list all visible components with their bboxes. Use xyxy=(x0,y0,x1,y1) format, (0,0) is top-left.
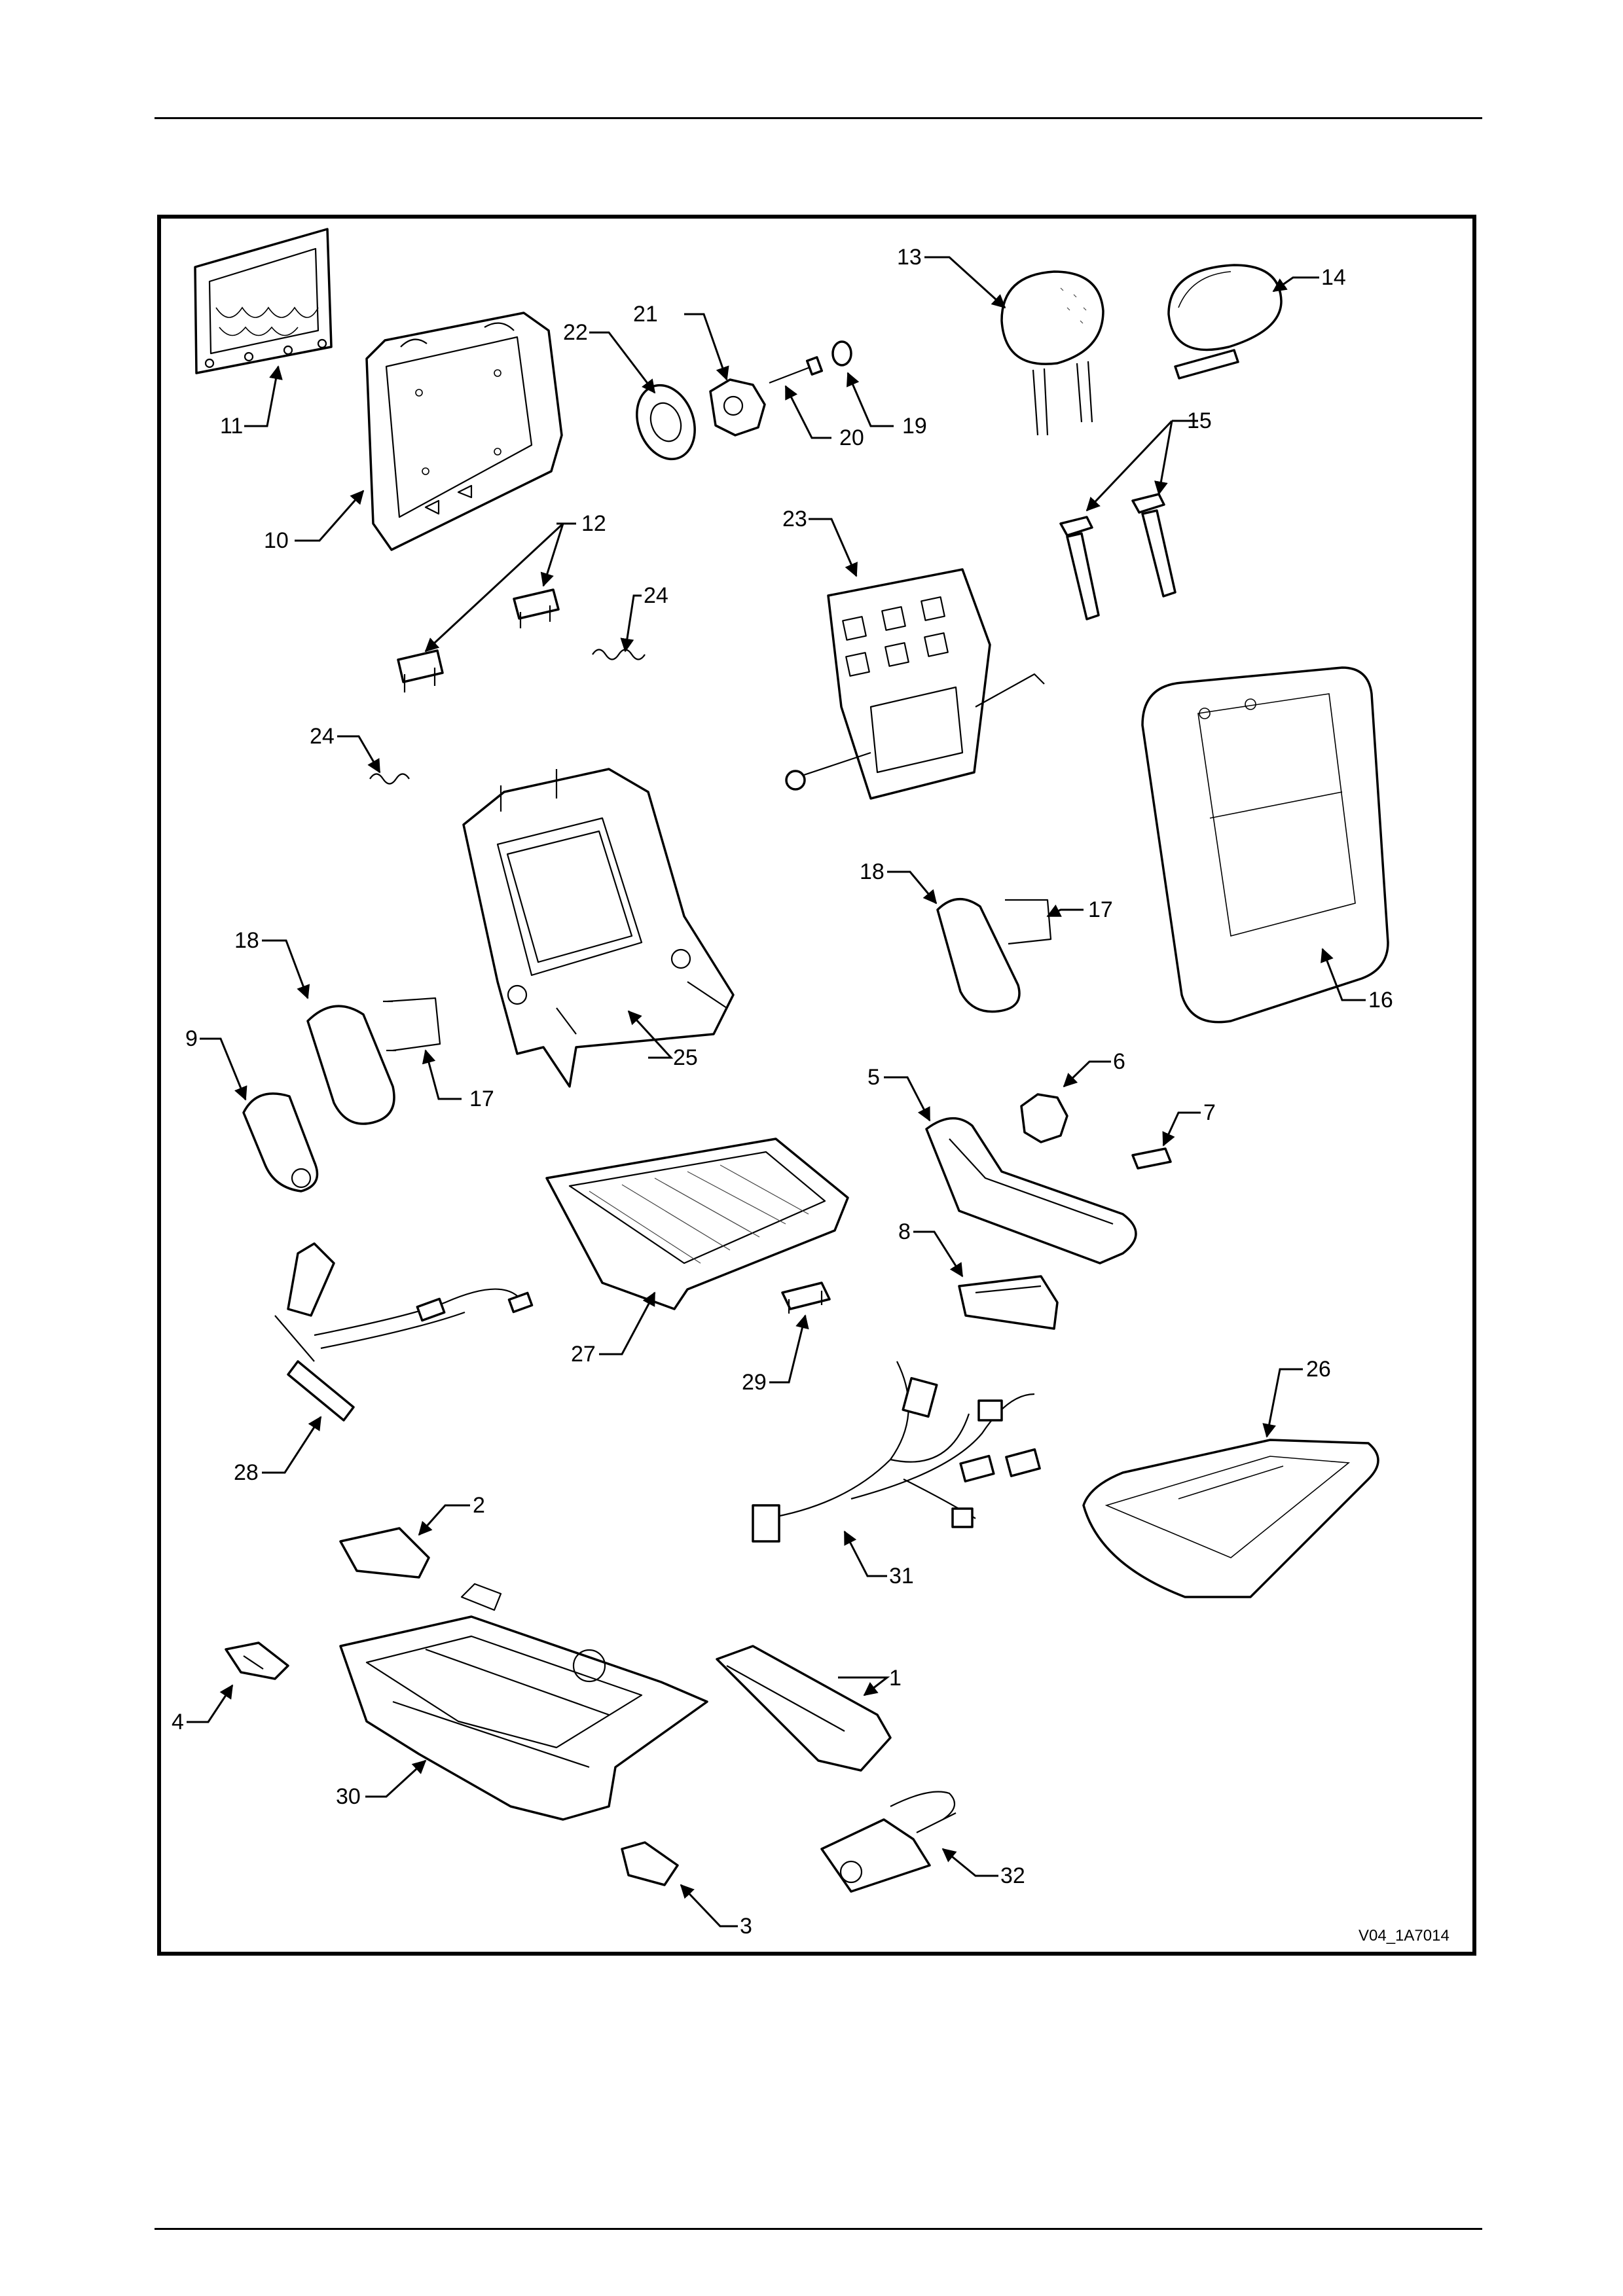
part-27-cushion-frame xyxy=(547,1139,848,1309)
part-5-side-shield xyxy=(926,1119,1136,1263)
part-18-side-trim-right xyxy=(938,899,1019,1012)
part-2-track-cover xyxy=(340,1528,429,1577)
part-6-knob xyxy=(1021,1094,1067,1142)
callout-9: 9 xyxy=(185,1026,198,1051)
callout-20: 20 xyxy=(839,425,864,450)
part-17-u-bolt-left xyxy=(383,998,440,1050)
callout-11: 11 xyxy=(220,414,243,439)
callout-3: 3 xyxy=(740,1914,752,1939)
part-19-screw-cap xyxy=(833,342,851,365)
part-3-cover xyxy=(622,1842,678,1885)
part-1-track-cover xyxy=(717,1646,890,1770)
callout-16: 16 xyxy=(1368,988,1393,1013)
part-32-harness-clip xyxy=(822,1792,956,1892)
part-22-recliner-cover xyxy=(627,377,705,467)
callout-5: 5 xyxy=(867,1065,880,1090)
part-29-clip xyxy=(782,1283,830,1314)
callout-17-right: 17 xyxy=(1088,897,1113,922)
part-11-map-pocket xyxy=(195,229,331,373)
callout-29: 29 xyxy=(742,1370,767,1395)
callout-17-left: 17 xyxy=(469,1086,494,1111)
callout-7: 7 xyxy=(1203,1100,1216,1125)
part-14-headrest-cover xyxy=(1169,265,1281,378)
callout-26: 26 xyxy=(1306,1357,1331,1382)
callout-18-left: 18 xyxy=(234,928,259,953)
callout-30: 30 xyxy=(336,1784,361,1809)
part-21-recliner-knob xyxy=(710,380,765,435)
callout-10: 10 xyxy=(264,528,289,553)
part-10-back-panel xyxy=(367,313,562,550)
part-23-lumbar-plate xyxy=(786,569,1044,798)
callout-22: 22 xyxy=(563,320,588,345)
part-7-button xyxy=(1133,1149,1171,1168)
callout-32: 32 xyxy=(1000,1863,1025,1888)
part-18-side-trim-left xyxy=(308,1006,394,1124)
callout-6: 6 xyxy=(1113,1049,1125,1074)
part-25-back-frame xyxy=(464,769,733,1086)
callout-15: 15 xyxy=(1187,408,1212,433)
callout-4: 4 xyxy=(172,1710,184,1734)
part-15-headrest-guides xyxy=(1061,494,1175,619)
part-30-seat-track xyxy=(340,1584,707,1820)
part-20-knob-screw xyxy=(769,357,822,383)
callout-8: 8 xyxy=(898,1219,911,1244)
callout-12: 12 xyxy=(581,511,606,536)
callout-23: 23 xyxy=(782,507,807,531)
callout-13: 13 xyxy=(897,245,922,270)
callout-27: 27 xyxy=(571,1342,596,1367)
callout-14: 14 xyxy=(1321,265,1346,290)
part-4-cover xyxy=(226,1643,288,1679)
part-13-headrest xyxy=(1002,272,1103,435)
callout-24-upper: 24 xyxy=(644,583,668,608)
part-31-wiring-harness xyxy=(753,1361,1040,1541)
part-17-u-bolt-right xyxy=(1005,900,1051,944)
part-26-seat-cushion xyxy=(1084,1440,1378,1597)
callout-1: 1 xyxy=(889,1666,902,1691)
callout-19: 19 xyxy=(902,414,927,439)
callout-31: 31 xyxy=(889,1564,914,1588)
figure-code: V04_1A7014 xyxy=(1359,1927,1450,1945)
callout-2: 2 xyxy=(473,1493,485,1518)
part-16-back-cushion xyxy=(1142,668,1388,1022)
callout-28: 28 xyxy=(234,1460,259,1485)
part-9-recliner-cover xyxy=(244,1094,318,1191)
callout-25: 25 xyxy=(673,1045,698,1070)
callout-24-lower: 24 xyxy=(310,724,335,749)
callout-21: 21 xyxy=(633,302,658,327)
part-8-switch-pack xyxy=(959,1276,1057,1329)
callout-18-right: 18 xyxy=(860,859,884,884)
part-28-seatbelt-buckle xyxy=(275,1244,532,1420)
part-12-clips xyxy=(398,590,558,692)
